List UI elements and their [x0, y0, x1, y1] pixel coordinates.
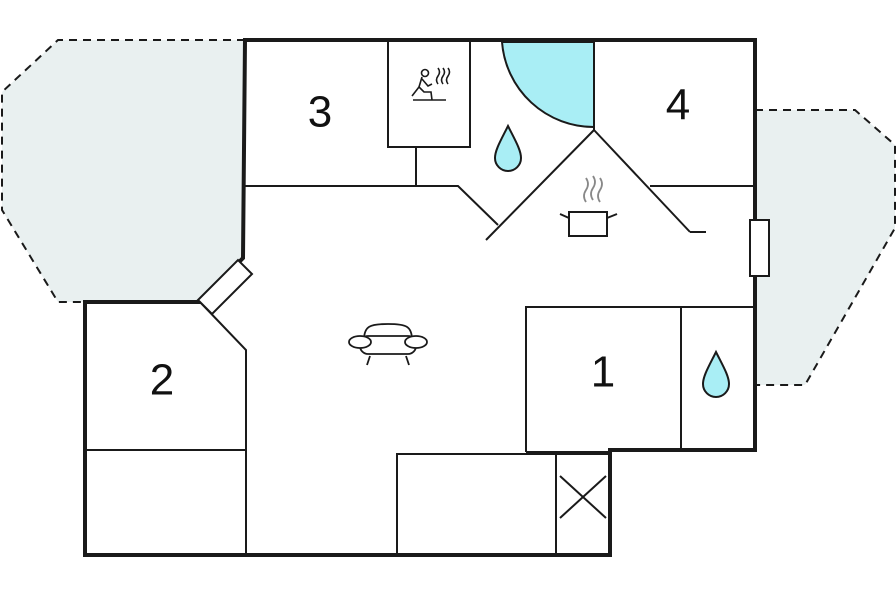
water-drop-icon	[701, 349, 731, 398]
cooking-pot-icon	[559, 175, 618, 237]
sofa-icon	[348, 323, 428, 366]
shower-area	[500, 41, 595, 129]
water-drop-icon	[493, 123, 523, 172]
terrace-right	[754, 109, 896, 386]
window-right	[749, 219, 770, 277]
entrance-door	[196, 258, 254, 316]
room-2-label: 2	[150, 356, 174, 405]
room-3-label: 3	[308, 88, 332, 137]
room-4-label: 4	[666, 81, 690, 130]
interior-walls	[85, 40, 755, 555]
terrace-left	[1, 39, 247, 303]
room-1-label: 1	[591, 348, 615, 397]
cross-box-icon	[559, 475, 607, 519]
sauna-icon	[411, 67, 451, 101]
